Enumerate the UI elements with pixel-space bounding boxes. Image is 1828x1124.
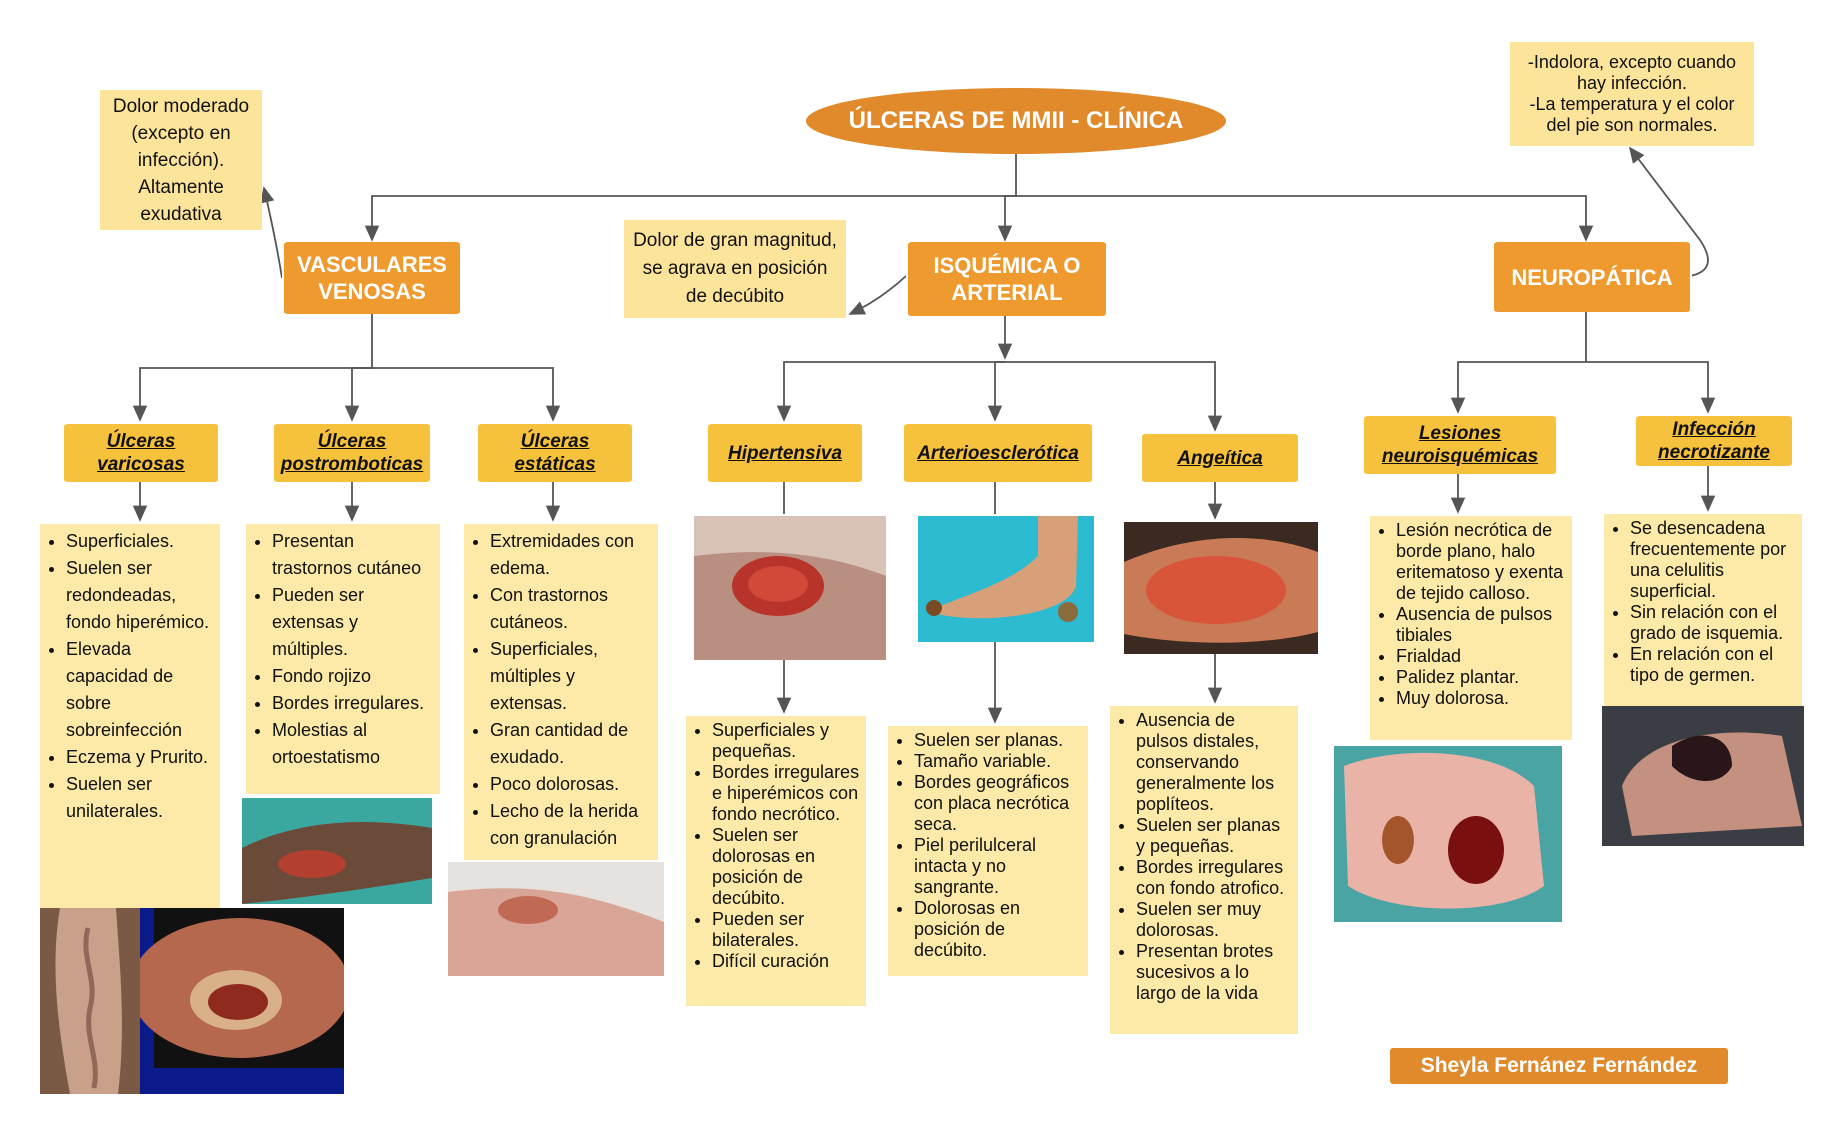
note-neuropatica-line-1: -Indolora, excepto cuando hay infección. [1527, 52, 1737, 93]
author-label: Sheyla Fernánez Fernández [1390, 1048, 1728, 1084]
list-varicosas: Superficiales. Suelen ser redondeadas, f… [40, 524, 220, 908]
list-item: Dolorosas en posición de decúbito. [914, 898, 1082, 961]
photo-angeitica [1124, 522, 1318, 654]
photo-neuroisquemica [1334, 746, 1562, 922]
list-item: Suelen ser dolorosas en posición de decú… [712, 825, 860, 909]
category-neuropatica: NEUROPÁTICA [1492, 242, 1692, 312]
photo-postrombotica [242, 798, 432, 904]
list-item: Presentan brotes sucesivos a lo largo de… [1136, 941, 1292, 1004]
subtype-arterioesclerotica: Arterioesclerótica [902, 424, 1094, 482]
subtype-estaticas: Úlceras estáticas [476, 424, 634, 482]
list-item: Bordes irregulares e hiperémicos con fon… [712, 762, 860, 825]
subtype-neuroisquemicas: Lesiones neuroisquémicas [1362, 416, 1558, 474]
list-item: Ausencia de pulsos tibiales [1396, 604, 1566, 646]
note-arterial: Dolor de gran magnitud, se agrava en pos… [624, 220, 846, 318]
list-item: Se desencadena frecuentemente por una ce… [1630, 518, 1796, 602]
list-item: Lecho de la herida con granulación [490, 798, 652, 852]
list-item: Ausencia de pulsos distales, conservando… [1136, 710, 1292, 815]
subtype-necrotizante: Infección necrotizante [1634, 416, 1794, 466]
list-item: Molestias al ortoestatismo [272, 717, 434, 771]
list-item: Tamaño variable. [914, 751, 1082, 772]
list-item: Frialdad [1396, 646, 1566, 667]
category-arterial: ISQUÉMICA O ARTERIAL [906, 242, 1108, 316]
list-item: Extremidades con edema. [490, 528, 652, 582]
subtype-hipertensiva: Hipertensiva [706, 424, 864, 482]
list-item: Superficiales. [66, 528, 214, 555]
photo-varicose-ulcer [140, 908, 344, 1094]
photo-hipertensiva [694, 516, 886, 660]
list-angeitica: Ausencia de pulsos distales, conservando… [1110, 706, 1298, 1034]
list-item: Muy dolorosa. [1396, 688, 1566, 709]
list-item: Con trastornos cutáneos. [490, 582, 652, 636]
subtype-postromboticas: Úlceras postromboticas [272, 424, 432, 482]
list-item: Suelen ser planas. [914, 730, 1082, 751]
list-item: Pueden ser bilaterales. [712, 909, 860, 951]
list-neuroisquemicas: Lesión necrótica de borde plano, halo er… [1370, 516, 1572, 740]
photo-estatica [448, 862, 664, 976]
list-item: Suelen ser muy dolorosas. [1136, 899, 1292, 941]
category-venosas: VASCULARES VENOSAS [282, 242, 462, 314]
list-arterioesclerotica: Suelen ser planas. Tamaño variable. Bord… [888, 726, 1088, 976]
list-item: Bordes irregulares con fondo atrofico. [1136, 857, 1292, 899]
list-item: Eczema y Prurito. [66, 744, 214, 771]
list-item: Presentan trastornos cutáneo [272, 528, 434, 582]
list-item: Pueden ser extensas y múltiples. [272, 582, 434, 663]
note-neuropatica-line-2: -La temperatura y el color del pie son n… [1529, 94, 1735, 135]
list-item: Suelen ser planas y pequeñas. [1136, 815, 1292, 857]
list-necrotizante: Se desencadena frecuentemente por una ce… [1604, 514, 1802, 706]
list-item: Palidez plantar. [1396, 667, 1566, 688]
note-neuropatica: -Indolora, excepto cuando hay infección.… [1510, 42, 1754, 146]
list-item: Difícil curación [712, 951, 860, 972]
list-item: Elevada capacidad de sobre sobreinfecció… [66, 636, 214, 744]
list-item: Gran cantidad de exudado. [490, 717, 652, 771]
list-postromboticas: Presentan trastornos cutáneo Pueden ser … [246, 524, 440, 794]
list-estaticas: Extremidades con edema. Con trastornos c… [464, 524, 658, 860]
list-item: Poco dolorosas. [490, 771, 652, 798]
photo-necrotizante [1602, 706, 1804, 846]
list-item: Superficiales y pequeñas. [712, 720, 860, 762]
diagram-title: ÚLCERAS DE MMII - CLÍNICA [806, 88, 1226, 154]
list-item: Bordes irregulares. [272, 690, 434, 717]
list-item: Fondo rojizo [272, 663, 434, 690]
list-item: Suelen ser unilaterales. [66, 771, 214, 825]
list-item: Sin relación con el grado de isquemia. [1630, 602, 1796, 644]
list-item: Suelen ser redondeadas, fondo hiperémico… [66, 555, 214, 636]
list-hipertensiva: Superficiales y pequeñas. Bordes irregul… [686, 716, 866, 1006]
list-item: Bordes geográficos con placa necrótica s… [914, 772, 1082, 835]
list-item: En relación con el tipo de germen. [1630, 644, 1796, 686]
photo-varicose-leg [40, 908, 140, 1094]
note-venosas: Dolor moderado (excepto en infección). A… [100, 90, 262, 230]
list-item: Lesión necrótica de borde plano, halo er… [1396, 520, 1566, 604]
photo-arterioesclerotica [918, 516, 1094, 642]
list-item: Piel perilulceral intacta y no sangrante… [914, 835, 1082, 898]
subtype-varicosas: Úlceras varicosas [62, 424, 220, 482]
list-item: Superficiales, múltiples y extensas. [490, 636, 652, 717]
subtype-angeitica: Angeítica [1140, 434, 1300, 482]
